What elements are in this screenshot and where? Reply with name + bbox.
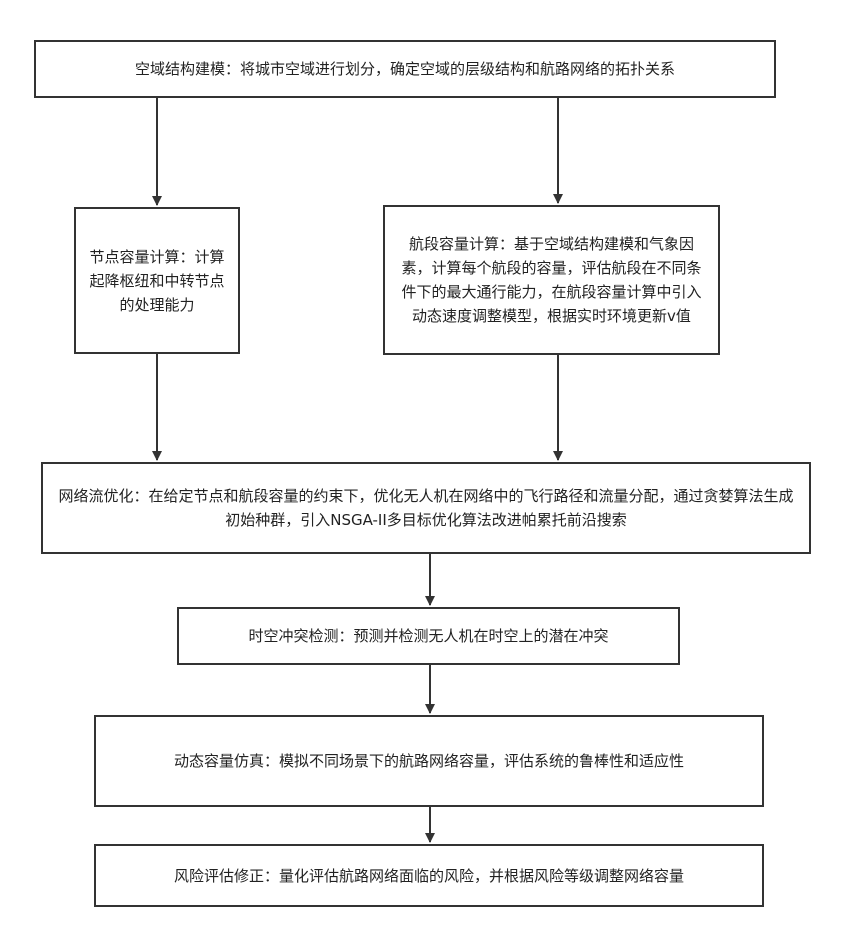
network-flow-optimization-text: 网络流优化：在给定节点和航段容量的约束下，优化无人机在网络中的飞行路径和流量分配… [55, 484, 797, 532]
segment-capacity-box: 航段容量计算：基于空域结构建模和气象因素，计算每个航段的容量，评估航段在不同条件… [383, 205, 720, 355]
risk-assessment-box: 风险评估修正：量化评估航路网络面临的风险，并根据风险等级调整网络容量 [94, 844, 764, 907]
dynamic-simulation-box: 动态容量仿真：模拟不同场景下的航路网络容量，评估系统的鲁棒性和适应性 [94, 715, 764, 807]
dynamic-simulation-text: 动态容量仿真：模拟不同场景下的航路网络容量，评估系统的鲁棒性和适应性 [174, 749, 684, 773]
node-capacity-box: 节点容量计算：计算起降枢纽和中转节点的处理能力 [74, 207, 240, 354]
airspace-modeling-text: 空域结构建模：将城市空域进行划分，确定空域的层级结构和航路网络的拓扑关系 [135, 57, 675, 81]
segment-capacity-text: 航段容量计算：基于空域结构建模和气象因素，计算每个航段的容量，评估航段在不同条件… [397, 232, 706, 328]
network-flow-optimization-box: 网络流优化：在给定节点和航段容量的约束下，优化无人机在网络中的飞行路径和流量分配… [41, 462, 811, 554]
airspace-modeling-box: 空域结构建模：将城市空域进行划分，确定空域的层级结构和航路网络的拓扑关系 [34, 40, 776, 98]
conflict-detection-text: 时空冲突检测：预测并检测无人机在时空上的潜在冲突 [248, 624, 608, 648]
node-capacity-text: 节点容量计算：计算起降枢纽和中转节点的处理能力 [86, 245, 228, 317]
conflict-detection-box: 时空冲突检测：预测并检测无人机在时空上的潜在冲突 [177, 607, 680, 665]
risk-assessment-text: 风险评估修正：量化评估航路网络面临的风险，并根据风险等级调整网络容量 [174, 864, 684, 888]
